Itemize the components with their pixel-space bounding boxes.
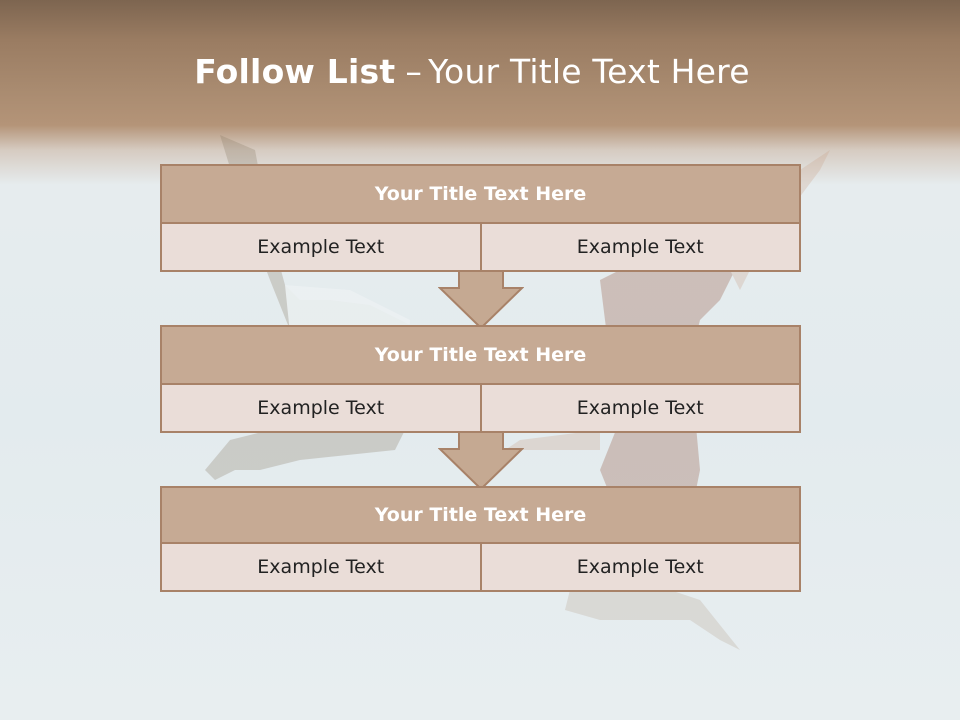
block-3-left-text: Example Text bbox=[257, 556, 385, 578]
block-1-right-text: Example Text bbox=[479, 224, 800, 270]
title-bold: Follow List bbox=[194, 52, 396, 91]
block-1-left-text: Example Text bbox=[257, 236, 385, 258]
slide-title: Follow List–Your Title Text Here bbox=[0, 52, 944, 91]
block-1-row: Example Text Example Text bbox=[162, 224, 799, 270]
down-arrow-1 bbox=[438, 270, 524, 330]
block-3-row: Example Text Example Text bbox=[162, 544, 799, 590]
title-dash: – bbox=[405, 52, 423, 91]
title-rest: Your Title Text Here bbox=[428, 52, 750, 91]
block-2-right-text: Example Text bbox=[479, 385, 800, 431]
block-2-row: Example Text Example Text bbox=[162, 385, 799, 431]
list-block-2: Your Title Text Here Example Text Exampl… bbox=[160, 325, 801, 433]
list-block-3: Your Title Text Here Example Text Exampl… bbox=[160, 486, 801, 592]
block-1-title: Your Title Text Here bbox=[162, 166, 799, 224]
list-block-1: Your Title Text Here Example Text Exampl… bbox=[160, 164, 801, 272]
block-2-title: Your Title Text Here bbox=[162, 327, 799, 385]
block-3-right-text: Example Text bbox=[479, 544, 800, 590]
block-2-left-text: Example Text bbox=[257, 397, 385, 419]
down-arrow-2 bbox=[438, 431, 524, 491]
block-3-title: Your Title Text Here bbox=[162, 488, 799, 544]
